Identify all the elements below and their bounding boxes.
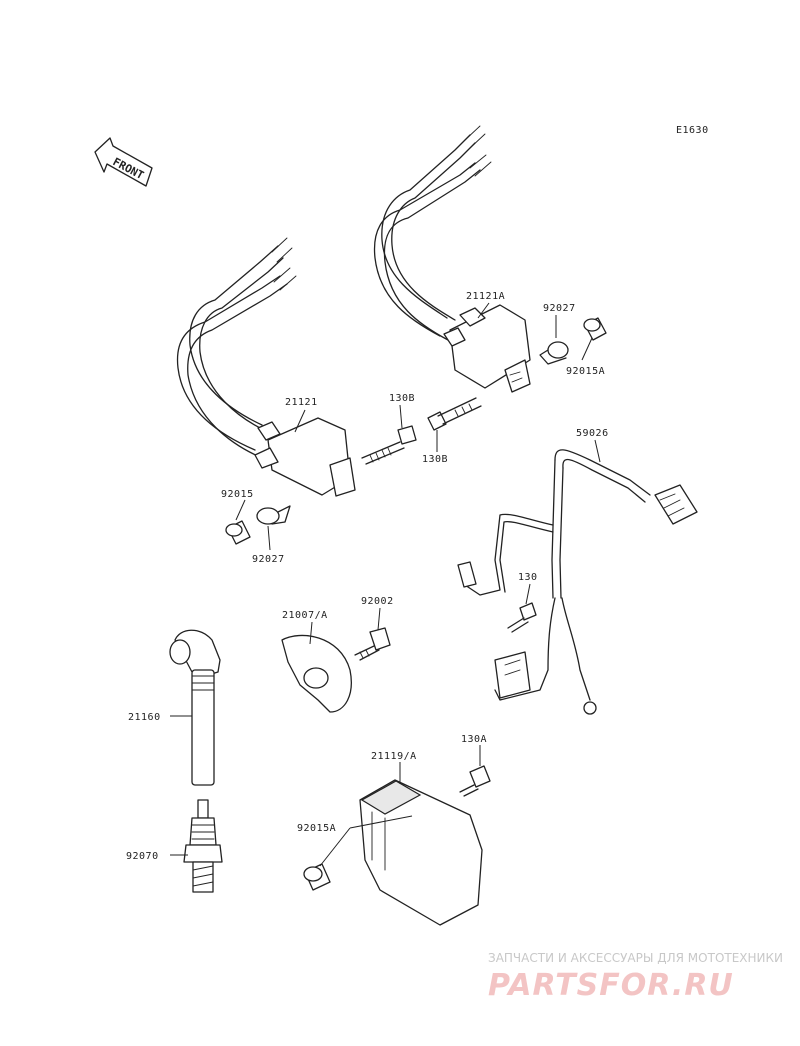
label-130b-upper: 130B	[389, 393, 415, 404]
collar-92027-left	[256, 505, 291, 525]
label-21121a: 21121A	[466, 291, 505, 302]
bolt-92002	[354, 627, 391, 661]
label-130: 130	[518, 572, 538, 583]
label-21119a: 21119/A	[371, 751, 417, 762]
leader-lines	[170, 302, 601, 867]
label-130a: 130A	[461, 734, 487, 745]
ignition-coil-rear	[176, 237, 356, 497]
label-59026: 59026	[576, 428, 609, 439]
grommet-92015a-lower	[303, 863, 331, 891]
spark-plug-cap	[169, 629, 221, 786]
ignition-coil-front	[373, 125, 531, 393]
label-92015a-right: 92015A	[566, 366, 605, 377]
label-92015a-lower: 92015A	[297, 823, 336, 834]
bolt-130b-lower	[427, 397, 482, 431]
pickup-rotor	[281, 634, 352, 713]
front-arrow-icon: FRONT	[94, 137, 153, 187]
label-21121: 21121	[285, 397, 318, 408]
diagram-code: E1630	[676, 125, 709, 136]
wiring-harness	[457, 449, 698, 715]
bolt-130a	[459, 765, 491, 797]
collar-92027-right	[539, 341, 569, 365]
watermark-logo: PARTSFOR.RU	[488, 968, 734, 1003]
grommet-92015-left	[225, 520, 251, 545]
label-92027-right: 92027	[543, 303, 576, 314]
bolt-130b-upper	[361, 425, 417, 465]
label-21160: 21160	[128, 712, 161, 723]
watermark-caption: ЗАПЧАСТИ И АКСЕССУАРЫ ДЛЯ МОТОТЕХНИКИ	[488, 951, 783, 965]
label-92002: 92002	[361, 596, 394, 607]
igniter-unit	[359, 779, 483, 926]
label-21007a: 21007/A	[282, 610, 328, 621]
label-92027-left: 92027	[252, 554, 285, 565]
label-92015-left: 92015	[221, 489, 254, 500]
spark-plug	[183, 799, 223, 893]
label-92070: 92070	[126, 851, 159, 862]
bolt-130-harness	[507, 602, 537, 633]
front-label: FRONT	[111, 155, 147, 182]
label-130b-lower: 130B	[422, 454, 448, 465]
grommet-92015a-right	[583, 317, 607, 341]
